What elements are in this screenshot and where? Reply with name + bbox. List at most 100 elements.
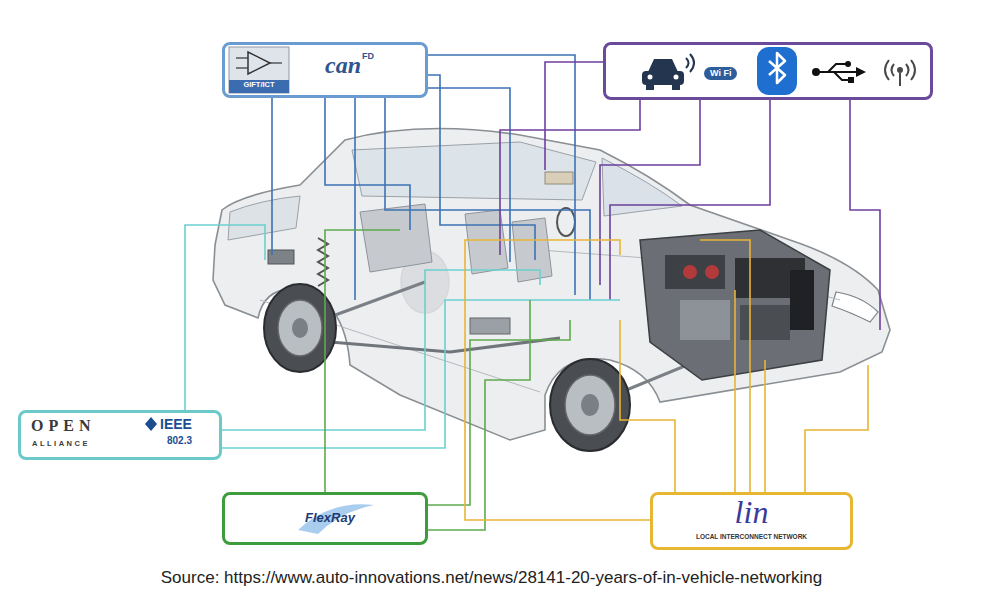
wireless-leader-lines	[500, 62, 880, 330]
wifi-logo-text: Wi Fi	[704, 67, 737, 80]
connected-car-icon-part	[674, 75, 679, 80]
lin-leader-lines-part	[465, 240, 650, 520]
ieee-diamond-icon-part	[145, 417, 157, 431]
gift-ict-icon-part	[270, 62, 282, 63]
near-wheels	[264, 284, 630, 451]
flexray-swoosh	[298, 504, 374, 534]
engine-block-part	[680, 300, 730, 340]
can-leader-lines-part	[354, 98, 356, 300]
ethernet-leader-lines-part	[185, 225, 265, 410]
bluetooth-icon-part	[757, 47, 797, 95]
near-wheels-part	[278, 300, 322, 356]
lin-protocol-box: linLOCAL INTERCONNECT NETWORK	[650, 492, 853, 550]
can-leader-lines-part	[428, 75, 535, 260]
source-caption: Source: https://www.auto-innovations.net…	[0, 567, 983, 589]
ieee-diamond-icon	[145, 417, 157, 431]
flexray-leader-lines-part	[428, 300, 530, 530]
logo-text: GIFT/ICT	[229, 80, 289, 93]
lin-leader-lines-part	[700, 240, 750, 492]
lin-leader-lines-part	[764, 360, 766, 492]
lin-leader-lines-part	[805, 365, 868, 492]
car-body-part	[228, 196, 300, 240]
antenna-icon-part	[899, 73, 901, 86]
engine-block-part	[705, 265, 719, 279]
gift-ict-icon-part	[236, 57, 248, 58]
flexray-leader-lines-part	[325, 230, 400, 492]
engine-block-part	[665, 255, 725, 289]
usb-icon-part	[828, 64, 846, 72]
wireless-protocol-box: Wi Fi	[603, 42, 933, 100]
logo-text: FlexRay	[305, 510, 355, 526]
gift-ict-icon	[229, 47, 289, 93]
lin-leader-lines-part	[734, 290, 736, 492]
wireless-leader-lines-part	[545, 62, 603, 170]
ethernet-protocol-box: OPENALLIANCEIEEE802.3	[18, 410, 222, 460]
wireless-leader-lines-part	[610, 100, 770, 300]
near-wheels-part	[565, 375, 615, 435]
car-interior	[268, 172, 575, 282]
antenna-icon-part	[898, 68, 902, 72]
antenna-icon-part	[906, 64, 909, 76]
flexray-protocol-box: FlexRay	[222, 492, 428, 545]
ethernet-leader-lines	[185, 225, 620, 448]
antenna-icon	[885, 60, 915, 86]
logo-text: can	[325, 51, 361, 79]
can-leader-lines-part	[428, 88, 510, 262]
near-wheels-part	[292, 318, 308, 338]
gift-ict-icon-part	[229, 47, 289, 93]
engine-block-part	[683, 265, 697, 279]
logo-text: lin	[653, 495, 850, 529]
connected-car-icon-part	[686, 58, 689, 68]
gift-ict-icon-part	[236, 67, 248, 68]
ethernet-leader-lines-part	[222, 270, 540, 430]
car-interior-part	[557, 208, 575, 236]
wireless-leader-lines-part	[850, 100, 880, 330]
usb-icon-part	[812, 68, 820, 76]
flexray-leader-lines-part	[428, 320, 570, 505]
connected-car-icon-part	[648, 75, 653, 80]
usb-icon-part	[845, 61, 851, 67]
gift-ict-icon-part	[248, 52, 270, 74]
wireless-leader-lines-part	[600, 100, 700, 285]
logo-superscript: FD	[362, 51, 374, 62]
usb-icon-part	[834, 72, 849, 80]
connected-car-icon-part	[646, 84, 654, 90]
bluetooth-icon	[757, 47, 797, 95]
connected-car-icon	[642, 54, 694, 90]
engine-block-part	[790, 270, 814, 330]
can-protocol-box: GIFT/ICT canFD	[222, 42, 428, 98]
bluetooth-icon-part	[769, 53, 785, 83]
can-leader-lines-part	[428, 55, 575, 295]
usb-icon-part	[818, 71, 858, 73]
logo-subtext: 802.3	[167, 435, 192, 447]
car-body-part	[602, 158, 682, 216]
usb-icon	[812, 61, 866, 83]
lin-leader-lines	[465, 240, 868, 520]
car-interior-part	[545, 172, 573, 184]
connected-car-icon-part	[648, 59, 678, 72]
flexray-swoosh-part	[298, 504, 374, 534]
antenna-icon-part	[911, 60, 915, 80]
logo-text: OPEN	[31, 416, 95, 436]
car-interior-part	[512, 218, 552, 282]
car-body-part	[352, 142, 596, 200]
flexray-leader-lines	[325, 230, 570, 530]
car-interior-part	[360, 204, 432, 272]
connected-car-icon-part	[690, 54, 694, 72]
ethernet-leader-lines-part	[222, 300, 620, 448]
logo-text: IEEE	[160, 416, 192, 432]
connected-car-icon-part	[672, 84, 680, 90]
logo-subtext: LOCAL INTERCONNECT NETWORK	[653, 533, 850, 541]
usb-icon-part	[848, 77, 854, 83]
can-leader-lines	[272, 55, 590, 300]
near-wheels-part	[550, 359, 630, 451]
can-leader-lines-part	[271, 98, 273, 255]
near-wheels-part	[581, 394, 599, 416]
engine-block-part	[740, 305, 790, 340]
wireless-leader-lines-part	[500, 100, 640, 255]
car-interior-part	[465, 210, 508, 274]
car-chassis-part	[318, 238, 328, 286]
lin-leader-lines-part	[620, 320, 675, 492]
